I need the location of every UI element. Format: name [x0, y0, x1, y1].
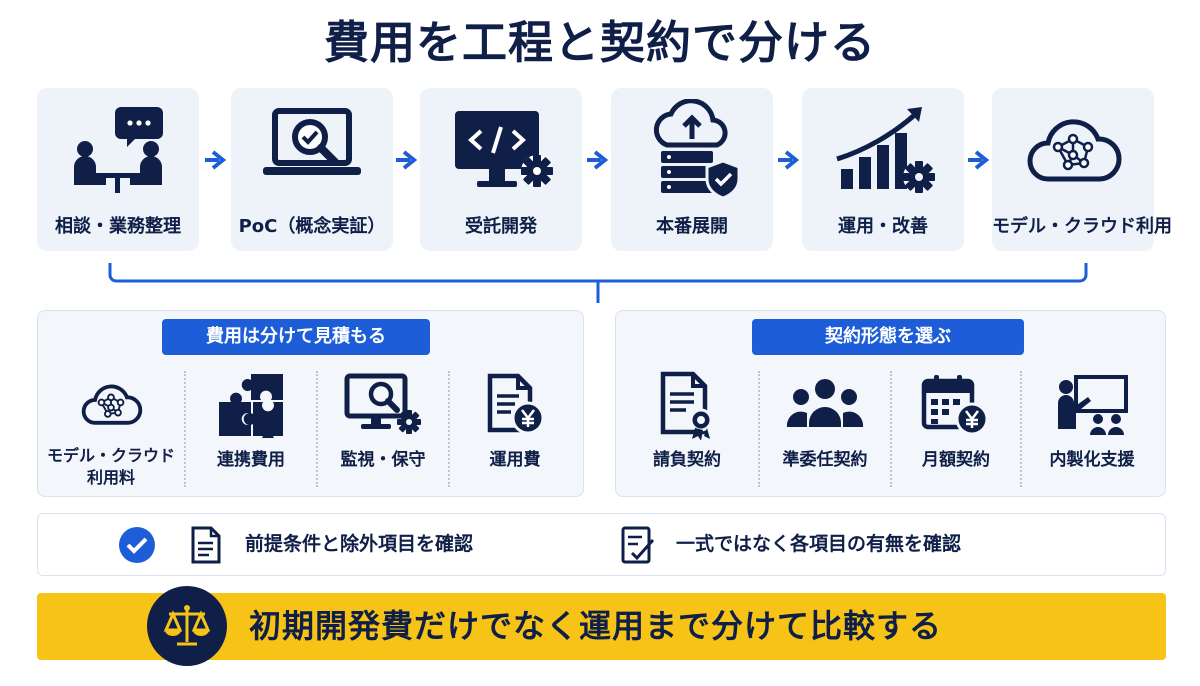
divider — [448, 371, 450, 487]
contract-item-label: 請負契約 — [653, 450, 721, 470]
page-title: 費用を工程と契約で分ける — [323, 16, 876, 69]
cloud-server-shield-icon — [653, 99, 741, 200]
divider — [1020, 371, 1022, 487]
checks-bar: 前提条件と除外項目を確認 一式ではなく各項目の有無を確認 — [37, 513, 1166, 576]
step-poc: PoC（概念実証） — [231, 88, 393, 251]
calendar-yen-icon — [921, 375, 989, 436]
arrow-right-icon — [587, 150, 609, 170]
laptop-search-icon — [263, 108, 361, 175]
arrow-right-icon — [205, 150, 227, 170]
cost-panel: 費用は分けて見積もる モデル・クラウド 利用料 連携費用 — [37, 310, 584, 497]
contract-item-contracting: 請負契約 — [616, 365, 758, 490]
cost-item-label: 運用費 — [489, 450, 541, 470]
cloud-network-icon — [81, 384, 143, 425]
arrow-right-icon — [778, 150, 800, 170]
contract-item-label: 準委任契約 — [782, 450, 868, 470]
cost-item-model-cloud: モデル・クラウド 利用料 — [38, 365, 184, 490]
step-label: PoC（概念実証） — [238, 216, 386, 237]
cloud-network-icon — [1027, 119, 1122, 182]
contract-item-monthly: 月額契約 — [892, 365, 1020, 490]
monitor-search-gear-icon — [344, 373, 421, 434]
certificate-document-icon — [660, 371, 713, 440]
step-label: モデル・クラウド利用 — [992, 216, 1172, 237]
step-development: 受託開発 — [420, 88, 582, 251]
conclusion-text: 初期開発費だけでなく運用まで分けて比較する — [249, 607, 943, 645]
step-deployment: 本番展開 — [611, 88, 773, 251]
divider — [184, 371, 186, 487]
bracket-connector — [108, 263, 1088, 303]
divider — [316, 371, 318, 487]
contract-item-inhouse-support: 内製化支援 — [1022, 365, 1162, 490]
contract-panel-heading: 契約形態を選ぶ — [752, 319, 1024, 355]
training-board-icon — [1058, 375, 1128, 435]
document-list-icon — [191, 526, 221, 564]
contract-item-quasi-mandate: 準委任契約 — [760, 365, 890, 490]
puzzle-icon — [219, 374, 283, 438]
contract-item-label: 月額契約 — [922, 450, 990, 470]
step-label: 受託開発 — [465, 216, 537, 237]
check-circle-icon — [119, 527, 155, 563]
scales-icon — [147, 586, 227, 666]
contract-item-label: 内製化支援 — [1049, 450, 1135, 470]
divider — [890, 371, 892, 487]
cost-item-integration: 連携費用 — [186, 365, 316, 490]
team-icon — [786, 379, 864, 427]
code-monitor-gear-icon — [455, 111, 553, 187]
growth-chart-gear-icon — [836, 107, 935, 193]
conclusion-banner: 初期開発費だけでなく運用まで分けて比較する — [37, 586, 1166, 666]
cost-item-label: モデル・クラウド — [46, 446, 175, 465]
arrow-right-icon — [396, 150, 418, 170]
step-consultation: 相談・業務整理 — [37, 88, 199, 251]
step-model-cloud: モデル・クラウド利用 — [992, 88, 1172, 251]
cost-panel-heading: 費用は分けて見積もる — [162, 319, 430, 355]
arrow-right-icon — [968, 150, 990, 170]
document-yen-icon — [487, 373, 545, 435]
cost-item-monitoring: 監視・保守 — [318, 365, 448, 490]
step-label: 相談・業務整理 — [55, 216, 181, 237]
contract-panel: 契約形態を選ぶ 請負契約 準委任契約 — [615, 310, 1166, 497]
step-label: 運用・改善 — [838, 216, 928, 237]
step-operation: 運用・改善 — [802, 88, 964, 251]
check-text: 前提条件と除外項目を確認 — [245, 533, 474, 555]
cost-item-label: 連携費用 — [217, 450, 285, 470]
cost-item-operation: 運用費 — [450, 365, 580, 490]
cost-item-label: 監視・保守 — [340, 450, 426, 470]
divider — [758, 371, 760, 487]
checklist-icon — [621, 526, 655, 564]
check-text: 一式ではなく各項目の有無を確認 — [676, 533, 962, 555]
consultation-icon — [74, 107, 163, 193]
step-label: 本番展開 — [656, 216, 728, 237]
cost-item-label-line2: 利用料 — [86, 468, 135, 487]
